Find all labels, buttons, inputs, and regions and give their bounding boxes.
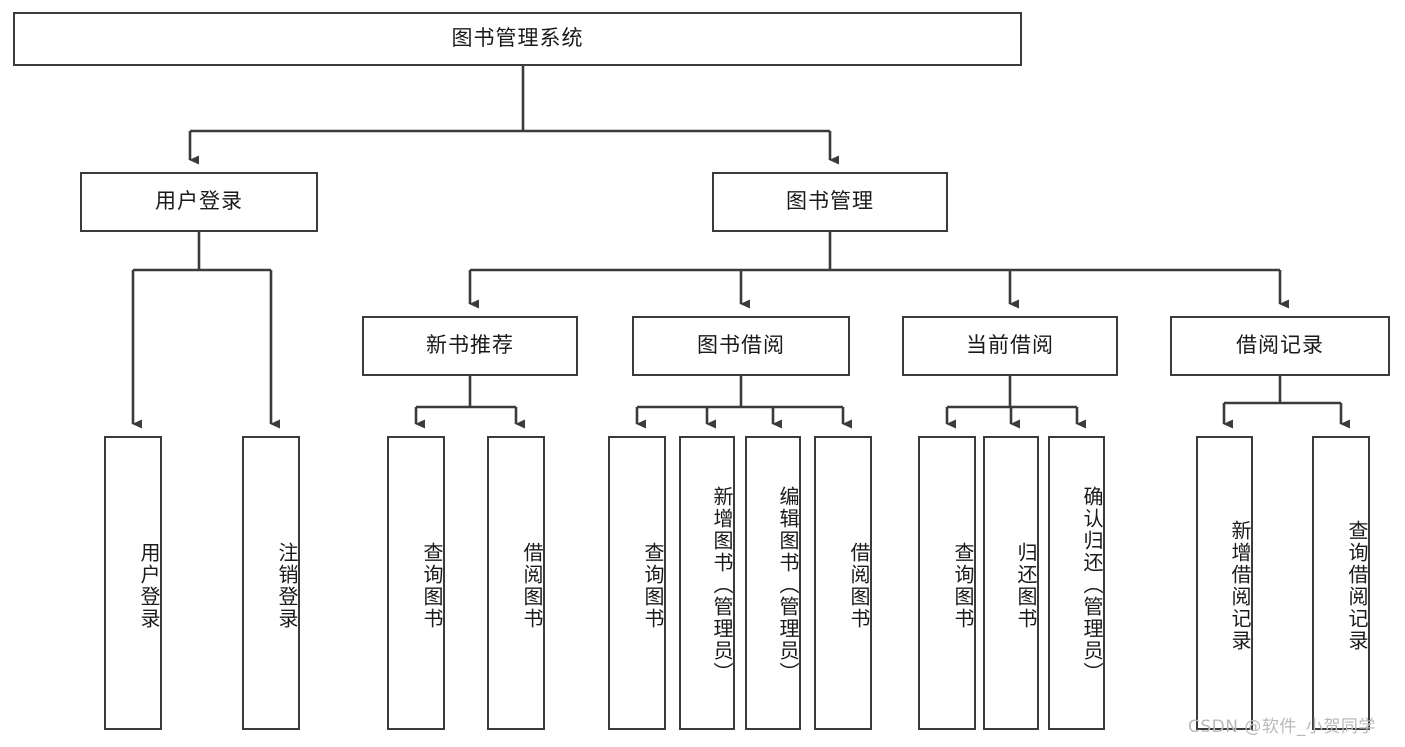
leaf-node-query-book-recommend[interactable]: 查询图书	[387, 436, 445, 730]
leaf-node-user-login[interactable]: 用户登录	[104, 436, 162, 730]
leaf-node-return-book[interactable]: 归还图书	[983, 436, 1039, 730]
leaf-node-borrow-book[interactable]: 借阅图书	[814, 436, 872, 730]
leaf-node-add-book-admin[interactable]: 新增图书（管理员）	[679, 436, 735, 730]
leaf-node-query-book-borrow[interactable]: 查询图书	[608, 436, 666, 730]
leaf-node-add-borrow-record[interactable]: 新增借阅记录	[1196, 436, 1253, 730]
node-new-book-recommend[interactable]: 新书推荐	[362, 316, 578, 376]
leaf-node-logout[interactable]: 注销登录	[242, 436, 300, 730]
node-user-login[interactable]: 用户登录	[80, 172, 318, 232]
node-book-borrow[interactable]: 图书借阅	[632, 316, 850, 376]
leaf-node-edit-book-admin[interactable]: 编辑图书（管理员）	[745, 436, 801, 730]
leaf-node-query-book-current[interactable]: 查询图书	[918, 436, 976, 730]
node-root-system[interactable]: 图书管理系统	[13, 12, 1022, 66]
leaf-node-borrow-book-recommend[interactable]: 借阅图书	[487, 436, 545, 730]
leaf-node-query-borrow-record[interactable]: 查询借阅记录	[1312, 436, 1370, 730]
node-book-management[interactable]: 图书管理	[712, 172, 948, 232]
leaf-node-confirm-return-admin[interactable]: 确认归还（管理员）	[1048, 436, 1105, 730]
csdn-watermark: CSDN @软件_小贺同学	[1188, 717, 1376, 737]
node-borrow-record[interactable]: 借阅记录	[1170, 316, 1390, 376]
node-current-borrow[interactable]: 当前借阅	[902, 316, 1118, 376]
